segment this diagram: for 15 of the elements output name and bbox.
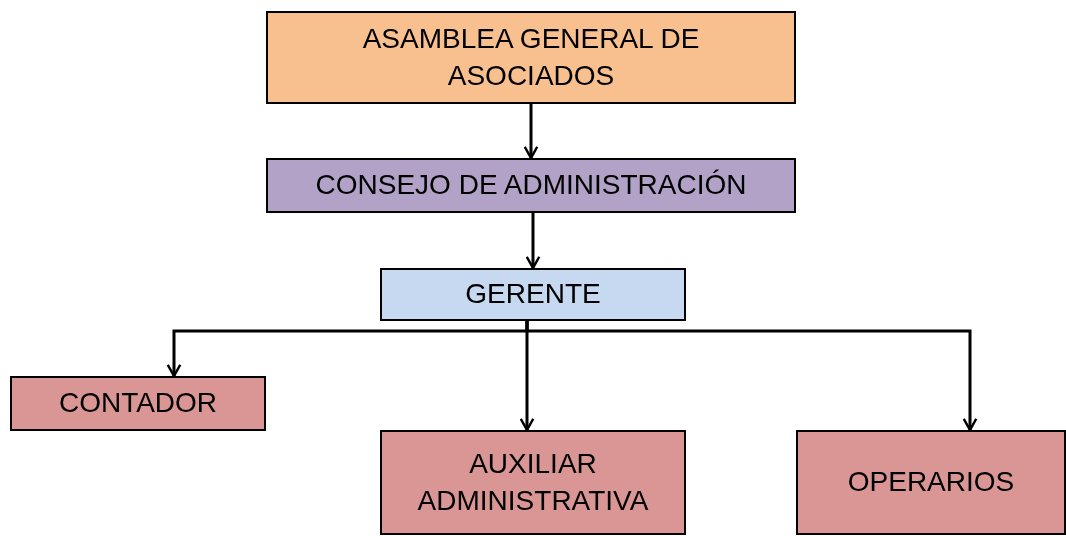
org-box: [266, 11, 796, 104]
org-box: [266, 158, 796, 213]
org-box: [380, 268, 686, 321]
org-box: [10, 376, 266, 431]
box-label: GERENTE: [465, 277, 601, 312]
org-box: [380, 430, 686, 535]
box-label: OPERARIOS: [847, 465, 1015, 500]
arrow: [523, 104, 539, 160]
box-label: ASAMBLEA GENERAL DE ASOCIADOS: [361, 22, 701, 93]
box-label: AUXILIAR ADMINISTRATIVA: [416, 447, 650, 518]
arrow: [525, 321, 978, 432]
org-box: [796, 430, 1066, 535]
box-label: CONSEJO DE ADMINISTRACIÓN: [315, 168, 747, 203]
arrow: [525, 213, 541, 270]
box-label: CONTADOR: [58, 386, 218, 421]
